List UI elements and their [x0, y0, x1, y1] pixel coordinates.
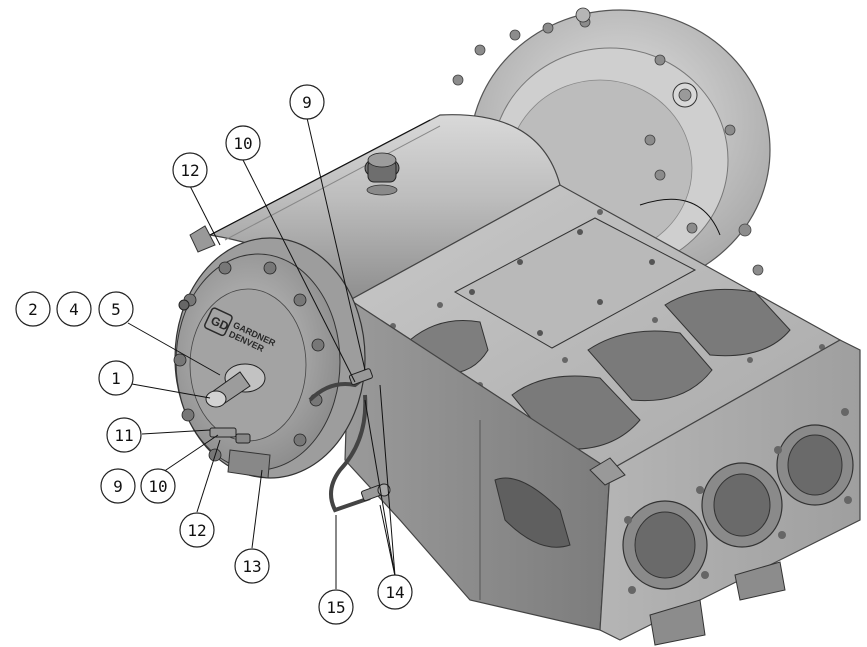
svg-text:15: 15: [326, 598, 345, 617]
callout-10-bottom: 10: [140, 468, 176, 504]
callout-15: 15: [318, 589, 354, 625]
svg-text:12: 12: [187, 521, 206, 540]
svg-text:4: 4: [69, 300, 79, 319]
svg-text:10: 10: [233, 134, 252, 153]
svg-text:13: 13: [242, 557, 261, 576]
callout-11: 11: [106, 417, 142, 453]
end-cover: GD GARDNER DENVER: [173, 225, 366, 479]
callout-9-top: 9: [289, 84, 325, 120]
callout-5: 5: [98, 291, 134, 327]
lube-hose: [209, 368, 391, 513]
svg-text:11: 11: [114, 426, 133, 445]
svg-text:5: 5: [111, 300, 121, 319]
callout-14: 14: [377, 574, 413, 610]
svg-text:9: 9: [113, 477, 123, 496]
callout-12-bottom: 12: [179, 512, 215, 548]
callout-4: 4: [56, 291, 92, 327]
callout-13: 13: [234, 548, 270, 584]
svg-text:9: 9: [302, 93, 312, 112]
leader-lines: [127, 117, 396, 589]
callout-10-top: 10: [225, 125, 261, 161]
svg-text:1: 1: [111, 369, 121, 388]
svg-text:10: 10: [148, 477, 167, 496]
callout-1: 1: [98, 360, 134, 396]
callout-12-top: 12: [172, 152, 208, 188]
callout-9-bottom: 9: [100, 468, 136, 504]
fluid-end-front: [589, 339, 861, 646]
svg-text:2: 2: [28, 300, 38, 319]
svg-text:14: 14: [385, 583, 404, 602]
callout-2: 2: [15, 291, 51, 327]
svg-text:12: 12: [180, 161, 199, 180]
